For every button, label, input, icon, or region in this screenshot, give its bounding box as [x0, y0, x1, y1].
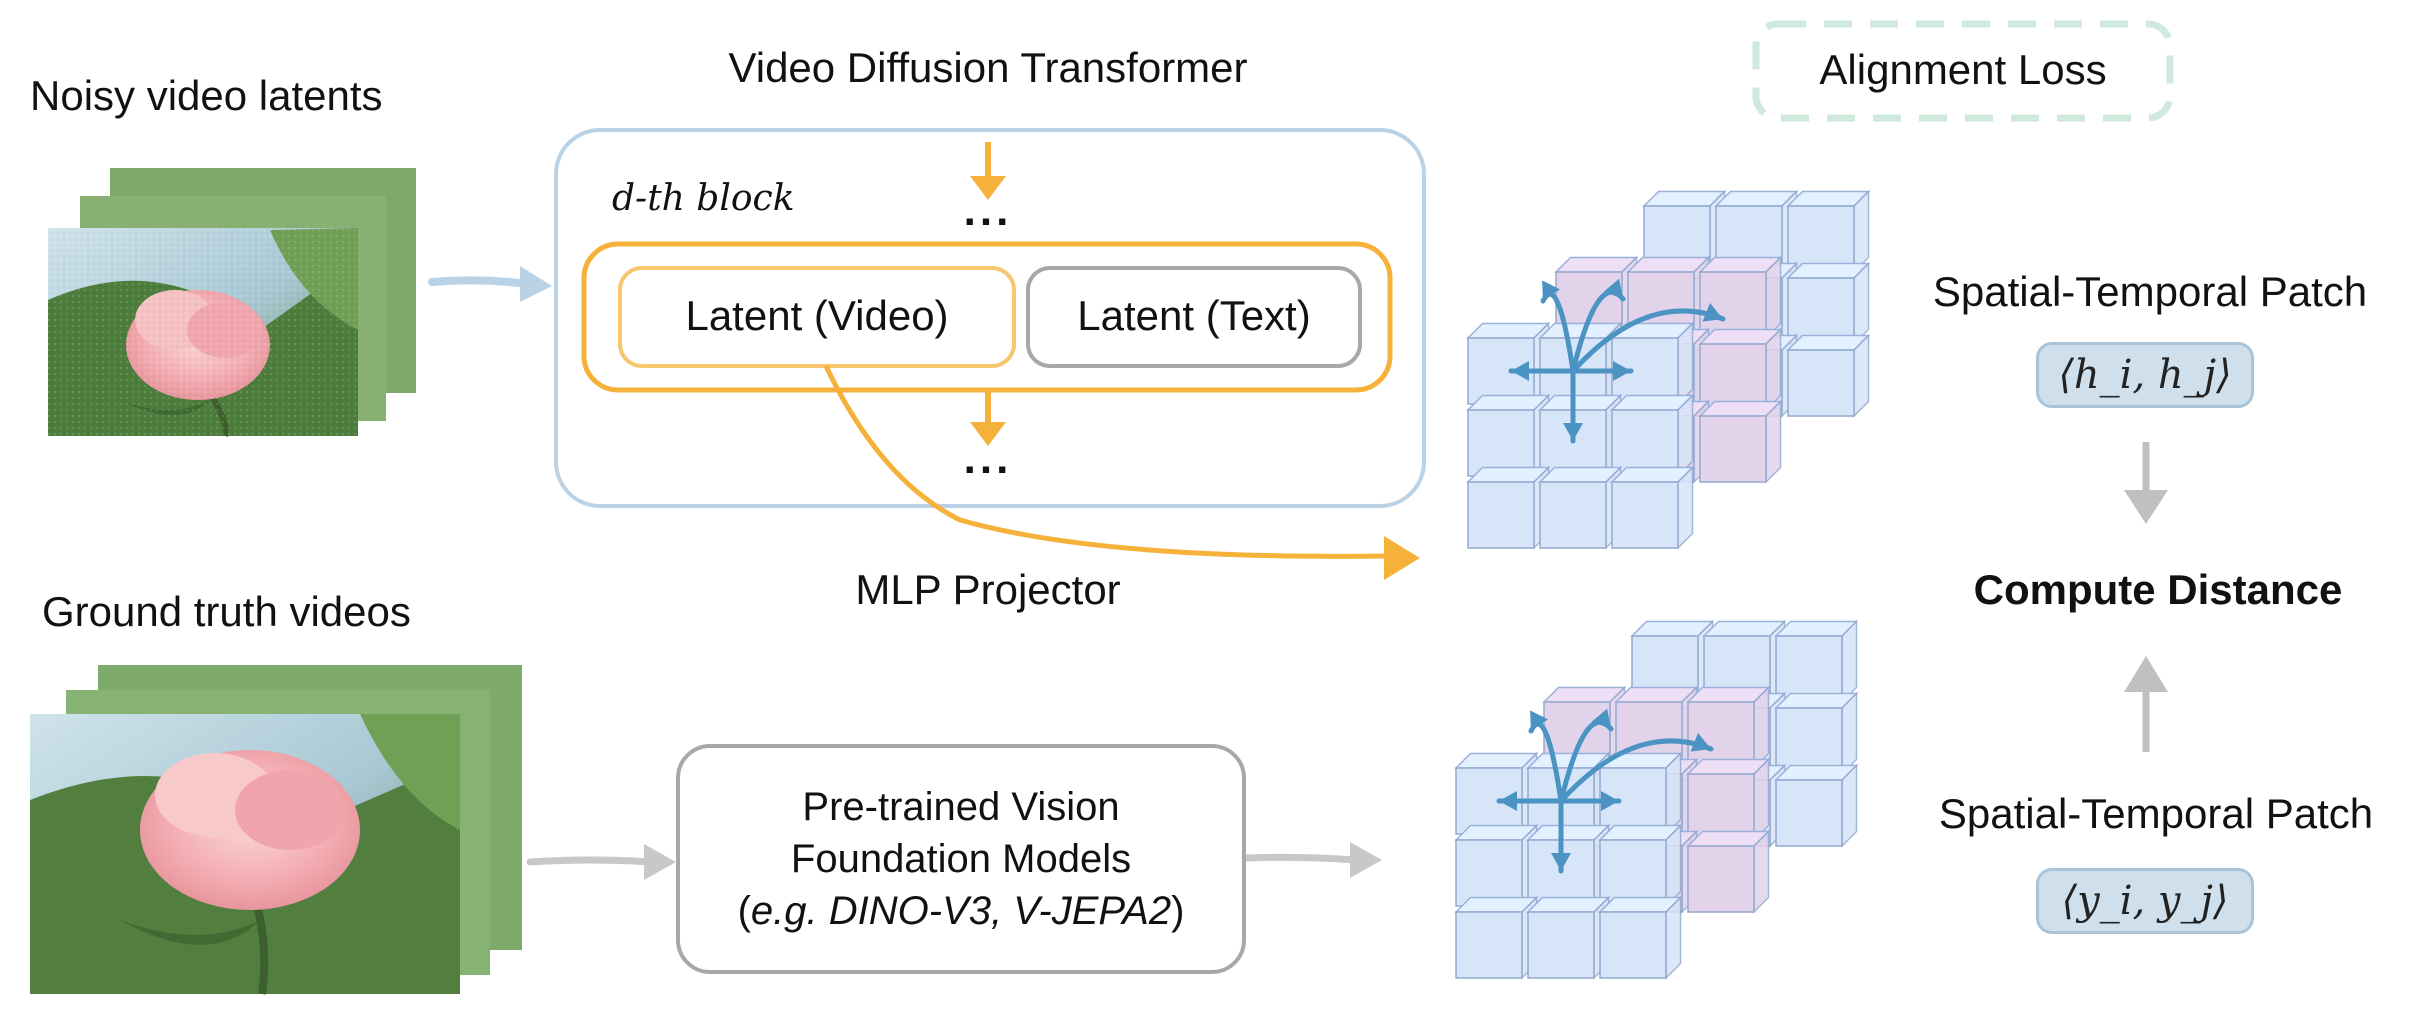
latent-patch-cubes	[1466, 189, 1871, 550]
middle-cube	[1698, 399, 1783, 484]
front-cube	[1598, 751, 1683, 836]
middle-cube	[1698, 255, 1783, 340]
back-cube	[1786, 261, 1871, 346]
dit-input-arrow	[970, 142, 1006, 200]
front-cube	[1466, 321, 1551, 406]
front-cube	[1610, 393, 1695, 478]
dit-title: Video Diffusion Transformer	[728, 44, 1248, 91]
noisy-to-dit-arrow	[428, 266, 552, 302]
dth-block-outline	[581, 241, 1393, 393]
latent-text-outline	[1026, 266, 1362, 368]
vfm-to-cubes-arrow	[1241, 842, 1382, 878]
attention-arrowhead	[1613, 361, 1631, 381]
noisy-latents-label: Noisy video latents	[30, 72, 383, 119]
y-to-distance-arrow	[2124, 656, 2168, 752]
front-cube	[1538, 465, 1623, 550]
gt-to-vfm-arrow	[526, 844, 676, 880]
attention-arrowhead	[1591, 708, 1611, 729]
ellipsis-bottom: ...	[963, 434, 1013, 483]
middle-cube	[1686, 685, 1771, 770]
ground-truth-rose-image	[30, 714, 460, 995]
noisy-latents-image-stack	[48, 168, 416, 437]
attention-arrowhead	[1530, 710, 1548, 731]
ground-truth-label: Ground truth videos	[42, 588, 411, 635]
latent-video-outline	[618, 266, 1016, 368]
vfm-paren-open: (	[737, 889, 751, 933]
block-label: d-th block	[612, 178, 795, 219]
alignment-loss-outline	[1752, 20, 2174, 122]
attention-arrowhead	[1499, 791, 1517, 811]
vfm-line-2: Foundation Models	[790, 837, 1132, 881]
attention-arrow	[1558, 738, 1714, 804]
latent-video-label: Latent (Video)	[685, 292, 949, 339]
vfm-box: Pre-trained Vision Foundation Models (e.…	[678, 746, 1244, 972]
vfm-line-1: Pre-trained Vision	[802, 785, 1120, 829]
front-cube	[1610, 321, 1695, 406]
middle-cube	[1686, 829, 1771, 914]
h-similarity-pill: ⟨h_i, h_j⟩	[2036, 342, 2254, 408]
attention-arrowhead	[1542, 280, 1560, 301]
mlp-projector-label: MLP Projector	[855, 566, 1121, 613]
back-cube	[1786, 333, 1871, 418]
latent-text-label: Latent (Text)	[1077, 292, 1311, 339]
dit-block-outline	[554, 128, 1426, 508]
stp-top-label: Spatial-Temporal Patch	[1932, 268, 2368, 315]
front-cube	[1598, 895, 1683, 980]
attention-arrowhead	[1702, 303, 1723, 322]
mlp-projector-arrow	[823, 364, 1420, 580]
back-cube	[1774, 691, 1859, 776]
vfm-examples: e.g. DINO-V3, V-JEPA2	[750, 889, 1172, 933]
front-cube	[1466, 465, 1551, 550]
alignment-loss-label: Alignment Loss	[1819, 46, 2107, 93]
attention-arrowhead	[1690, 733, 1711, 752]
front-cube	[1610, 465, 1695, 550]
ground-truth-image-stack	[30, 665, 522, 995]
attention-arrowhead	[1563, 423, 1583, 441]
front-cube	[1466, 393, 1551, 478]
vfm-paren-close: )	[1171, 889, 1185, 933]
vfm-line-3: (e.g. DINO-V3, V-JEPA2)	[738, 885, 1185, 937]
back-cube	[1774, 763, 1859, 848]
attention-arrowhead	[1603, 278, 1623, 299]
attention-arrowhead	[1511, 361, 1529, 381]
front-cube	[1598, 823, 1683, 908]
front-cube	[1526, 895, 1611, 980]
front-cube	[1526, 823, 1611, 908]
middle-cube	[1686, 757, 1771, 842]
compute-distance-label: Compute Distance	[1973, 566, 2343, 613]
vfm-box-outline	[676, 744, 1246, 974]
y-similarity-pill: ⟨y_i, y_j⟩	[2036, 868, 2254, 934]
middle-cube	[1698, 327, 1783, 412]
back-cube	[1774, 619, 1859, 704]
noisy-rose-image	[48, 228, 358, 437]
attention-arrow	[1570, 308, 1726, 374]
front-cube	[1538, 393, 1623, 478]
vfm-patch-cubes	[1454, 619, 1859, 980]
ellipsis-top: ...	[963, 186, 1013, 235]
attention-arrowhead	[1601, 791, 1619, 811]
h-to-distance-arrow	[2124, 442, 2168, 524]
attention-arrowhead	[1551, 853, 1571, 871]
front-cube	[1454, 895, 1539, 980]
back-cube	[1786, 189, 1871, 274]
stp-bottom-label: Spatial-Temporal Patch	[1938, 790, 2374, 837]
front-cube	[1454, 751, 1539, 836]
front-cube	[1454, 823, 1539, 908]
dit-output-arrow	[970, 390, 1006, 446]
